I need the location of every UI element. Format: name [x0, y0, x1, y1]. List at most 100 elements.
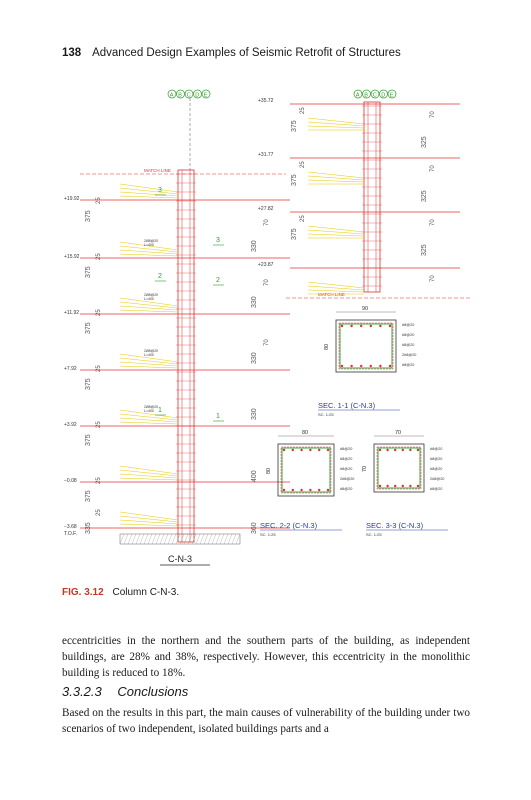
- grid-bubble: [167, 89, 177, 99]
- dim-right-a: 375: [291, 228, 298, 240]
- elevation-label-left: +15.92: [64, 254, 80, 260]
- dim-mid-b: 70: [264, 219, 270, 226]
- right-yellow-leader: [307, 229, 365, 235]
- foundation-hatch: [155, 533, 161, 545]
- foundation-hatch: [191, 533, 197, 545]
- section-bar-label: #8@20: [430, 467, 442, 471]
- grid-bubble-label: B: [178, 93, 182, 99]
- dim-right-d: 70: [430, 219, 436, 226]
- elevation-label-left: +7.92: [64, 366, 77, 372]
- left-yellow-leader: [119, 253, 179, 257]
- grid-bubble-label: A: [170, 93, 174, 99]
- right-yellow-leader: [307, 289, 365, 293]
- left-yellow-leader: [119, 477, 179, 481]
- rebar-dot: [379, 324, 382, 328]
- dim-left-a: 375: [85, 210, 92, 222]
- section-bar-label: #8@20: [340, 447, 352, 451]
- section-outline: [277, 443, 335, 497]
- right-yellow-leader: [307, 171, 365, 179]
- section-bar-label: 2#8@20: [402, 353, 416, 357]
- stirrup-note: 2Ø8@20: [144, 405, 158, 409]
- right-yellow-leader: [307, 121, 365, 127]
- right-yellow-leader: [307, 125, 365, 129]
- section-bar-label: #8@20: [402, 343, 414, 347]
- section-tie: [338, 322, 394, 370]
- dim-left-b: 25: [96, 477, 102, 484]
- elevation-label-left: +3.92: [64, 422, 77, 428]
- foundation-hatch: [147, 533, 153, 545]
- section-width-dim: 80: [302, 430, 308, 436]
- foundation-hatch: [207, 533, 213, 545]
- elevation-label-left: T.O.F.: [64, 531, 77, 537]
- foundation-hatch: [131, 533, 137, 545]
- section-stirrup: [339, 323, 393, 369]
- elevation-label-left: −0.08: [64, 478, 77, 484]
- figure-label: FIG. 3.12: [62, 587, 104, 598]
- section-mark: 1: [216, 413, 220, 420]
- section-outline: [335, 319, 397, 373]
- rebar-dot: [360, 324, 363, 328]
- dim-right-b: 25: [300, 215, 306, 222]
- left-yellow-leader: [119, 297, 179, 307]
- section-bar-label: #8@20: [430, 457, 442, 461]
- dim-right-b: 25: [300, 161, 306, 168]
- rebar-dot: [350, 324, 353, 328]
- left-yellow-leader: [119, 515, 179, 523]
- left-yellow-leader: [119, 519, 179, 525]
- match-line-label: MATCH LINE: [318, 292, 345, 297]
- left-yellow-leader: [119, 245, 179, 253]
- foundation-hatch: [219, 533, 225, 545]
- dim-left-a: 375: [85, 378, 92, 390]
- dim-right-a: 375: [291, 120, 298, 132]
- running-title: Advanced Design Examples of Seismic Retr…: [92, 47, 401, 59]
- grid-bubble-label: D: [381, 93, 385, 99]
- match-line-label: MATCH LINE: [144, 168, 171, 173]
- section-bar-label: #8@20: [430, 487, 442, 491]
- section-bar-label: #8@20: [430, 447, 442, 451]
- rebar-dot: [340, 324, 344, 328]
- foundation-hatch: [135, 533, 141, 545]
- rebar-dot: [378, 448, 382, 452]
- foundation-hatch: [175, 533, 181, 545]
- left-yellow-leader: [119, 465, 179, 475]
- right-yellow-leader: [307, 175, 365, 181]
- left-yellow-leader: [119, 309, 179, 313]
- foundation-hatch: [143, 533, 149, 545]
- section-bar-label: #8@20: [340, 467, 352, 471]
- dim-mid-b: 70: [264, 279, 270, 286]
- rebar-dot: [340, 364, 344, 368]
- grid-bubble-label: E: [390, 93, 394, 99]
- dim-left-b: 25: [96, 509, 102, 516]
- section-title: SEC. 1-1 (C-N.3): [318, 401, 376, 410]
- rebar-dot: [386, 484, 389, 488]
- grid-bubble: [362, 89, 371, 99]
- section-outline: [373, 443, 425, 493]
- section-bar-label: 2#8@20: [430, 477, 444, 481]
- left-yellow-leader: [119, 353, 179, 363]
- dim-left-a: 375: [85, 266, 92, 278]
- stirrup-note-b: L=400: [144, 243, 154, 247]
- rebar-dot: [326, 448, 330, 452]
- section-height-dim: 80: [324, 344, 330, 350]
- left-yellow-leader: [119, 417, 179, 423]
- left-yellow-leader: [119, 413, 179, 421]
- left-yellow-leader: [119, 469, 179, 477]
- section-mark: 1: [158, 407, 162, 414]
- left-yellow-leader: [119, 249, 179, 255]
- figure-caption-text: Column C-N-3.: [112, 587, 180, 598]
- section-stirrup: [281, 447, 331, 493]
- dim-left-b: 25: [96, 197, 102, 204]
- section-height-dim: 70: [362, 466, 368, 472]
- rebar-dot: [326, 488, 330, 492]
- left-yellow-leader: [119, 523, 179, 527]
- grid-bubble-label: E: [204, 93, 208, 99]
- section-scale: SC. 1:25: [260, 532, 276, 537]
- running-header: 138 Advanced Design Examples of Seismic …: [62, 47, 401, 59]
- column-title: C-N-3: [168, 554, 192, 564]
- rebar-dot: [409, 484, 412, 488]
- stirrup-note: 2Ø8@20: [144, 293, 158, 297]
- section-number: 3.3.2.3: [62, 684, 102, 699]
- dim-left-b: 25: [96, 365, 102, 372]
- section-scale: SC. 1:25: [318, 412, 334, 417]
